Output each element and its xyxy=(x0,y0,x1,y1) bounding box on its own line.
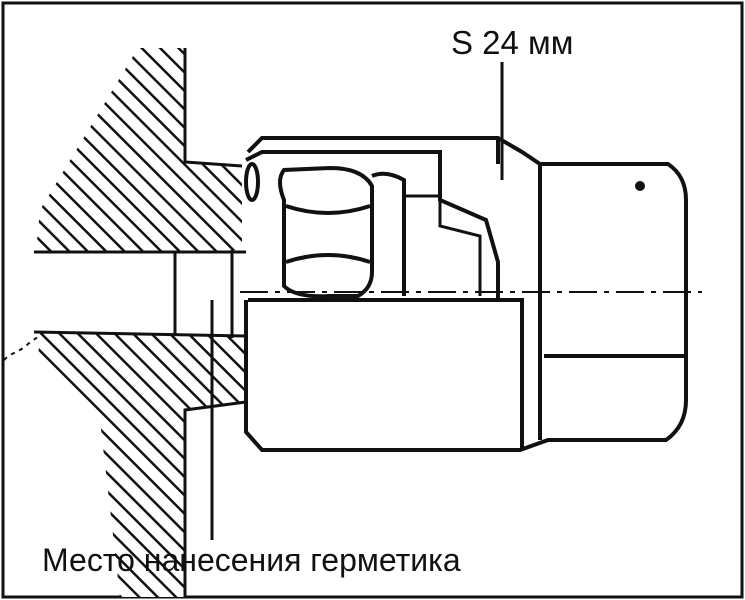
tube-nut-hex-edges xyxy=(285,171,406,296)
union-nut-chamfer-mark xyxy=(635,181,645,191)
tube-sleeve xyxy=(404,194,482,296)
housing-lower-section xyxy=(38,332,246,597)
housing-upper-section xyxy=(36,48,242,252)
tube-nut-hex xyxy=(278,165,374,299)
housing-broken-edge-left xyxy=(3,331,45,361)
union-nut-flats xyxy=(248,138,686,450)
tube-ring-left xyxy=(244,162,260,202)
housing-outline xyxy=(33,48,247,597)
sealant-seat-bore xyxy=(173,250,234,338)
wrench-size-label: S 24 мм xyxy=(451,24,574,61)
sealant-location-label: Место нанесения герметика xyxy=(42,542,461,578)
